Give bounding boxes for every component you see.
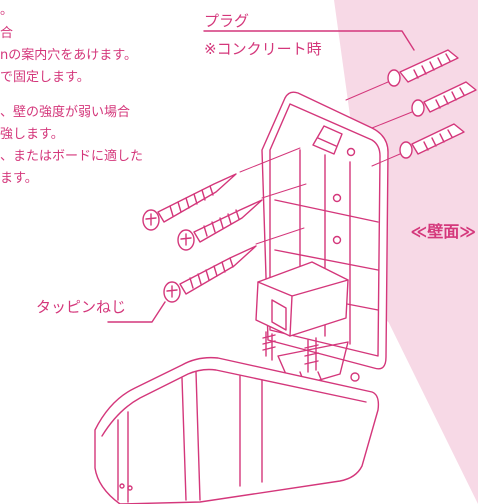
- pump-springs: [265, 331, 317, 373]
- cover-ribs: [117, 371, 201, 503]
- screw-3: [163, 245, 257, 303]
- back-panel-inner: [269, 103, 381, 357]
- instruction-line-7: 、またはボードに適した: [0, 149, 144, 164]
- instruction-line-3: nの案内穴をあけます。: [0, 48, 137, 63]
- pump-housing: [255, 261, 349, 337]
- plug-label: プラグ: [204, 12, 250, 30]
- instruction-line-4: で固定します。: [0, 70, 90, 85]
- instruction-line-1: 。: [0, 3, 14, 18]
- plug-1: [387, 49, 459, 87]
- instruction-line-6: 強します。: [0, 127, 64, 142]
- screw-1: [142, 173, 237, 231]
- screw-2: [177, 199, 263, 251]
- screw-label: タッピンねじ: [36, 298, 127, 316]
- plug-note-label: ※コンクリート時: [204, 40, 322, 58]
- top-latch: [312, 125, 343, 155]
- front-cover: [94, 356, 380, 504]
- instruction-line-2: 合: [0, 26, 14, 41]
- keyhole-top: [346, 147, 356, 157]
- keyhole-mid: [332, 193, 342, 203]
- plug-leader-line: [203, 30, 415, 51]
- screw-leader-line: [107, 301, 166, 323]
- plug-2: [411, 81, 477, 117]
- plug-3: [399, 123, 465, 159]
- instruction-line-8: ます。: [0, 171, 38, 186]
- keyhole-low: [332, 235, 342, 245]
- wall-label: ≪壁面≫: [410, 222, 476, 241]
- instruction-line-5: 、壁の強度が弱い場合: [0, 105, 131, 120]
